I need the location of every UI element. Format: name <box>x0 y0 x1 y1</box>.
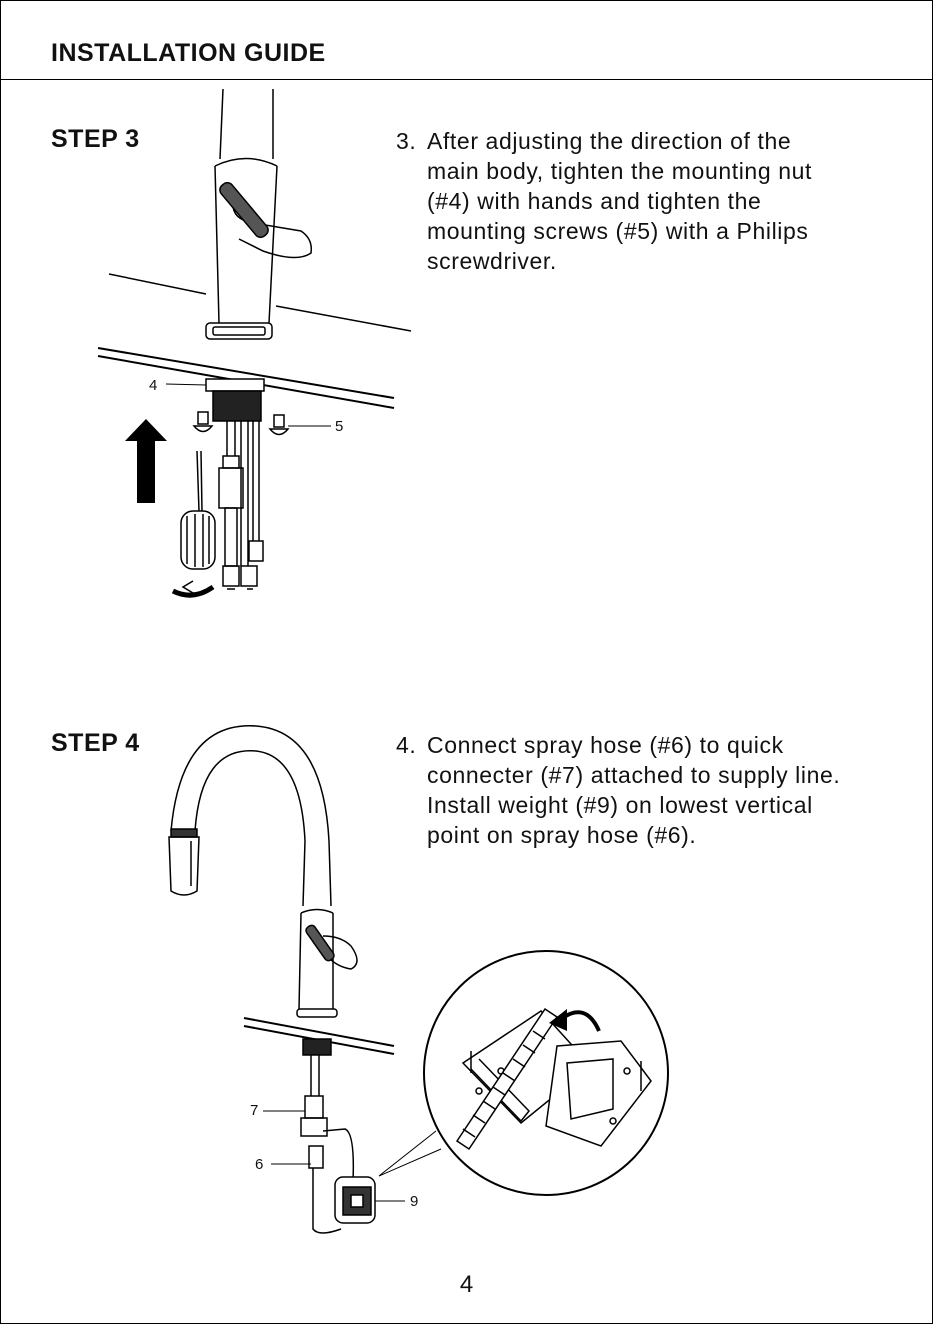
faucet-spout <box>168 725 332 907</box>
supply-lines <box>218 421 264 590</box>
callout-6: 6 <box>255 1156 264 1173</box>
step-4-line-1: Connect spray hose (#6) to quick <box>427 732 784 758</box>
mounting-screw <box>192 411 290 436</box>
step-4-line-4: point on spray hose (#6). <box>427 822 697 848</box>
faucet-handle <box>305 924 358 970</box>
step-3-number: 3. <box>396 128 417 154</box>
step-4-label: STEP 4 <box>51 729 140 757</box>
step-4-line-2: connecter (#7) attached to supply line. <box>427 762 841 788</box>
step-4-illustration <box>168 725 669 1234</box>
step-3-line-2: main body, tighten the mounting nut <box>427 158 812 184</box>
page-header: INSTALLATION GUIDE <box>1 1 932 80</box>
step-3-line-4: mounting screws (#5) with a Philips <box>427 218 809 244</box>
mounting-nut <box>205 378 265 422</box>
spray-hose <box>300 1055 355 1234</box>
step-3-instructions: 3. After adjusting the direction of the … <box>396 126 812 276</box>
page-number: 4 <box>459 1271 474 1298</box>
callout-7: 7 <box>250 1102 259 1119</box>
step-3-label: STEP 3 <box>51 125 140 153</box>
callout-4: 4 <box>149 377 158 394</box>
step-4-number: 4. <box>396 732 417 758</box>
step-4-instructions: 4. Connect spray hose (#6) to quick conn… <box>396 730 840 850</box>
step-3-line-3: (#4) with hands and tighten the <box>427 188 762 214</box>
faucet-body <box>296 908 338 1018</box>
up-arrow-icon <box>125 419 167 503</box>
callout-5: 5 <box>335 418 344 435</box>
step-3-illustration <box>97 88 412 598</box>
page-title: INSTALLATION GUIDE <box>51 39 326 67</box>
hose-weight <box>334 1176 376 1224</box>
step-3-line-1: After adjusting the direction of the <box>427 128 792 154</box>
step-3-line-5: screwdriver. <box>427 248 557 274</box>
callout-9: 9 <box>410 1193 419 1210</box>
weight-detail-view <box>378 950 669 1196</box>
screwdriver <box>180 450 216 570</box>
faucet-handle <box>219 181 313 259</box>
faucet-body <box>205 88 278 340</box>
step-4-line-3: Install weight (#9) on lowest vertical <box>427 792 813 818</box>
